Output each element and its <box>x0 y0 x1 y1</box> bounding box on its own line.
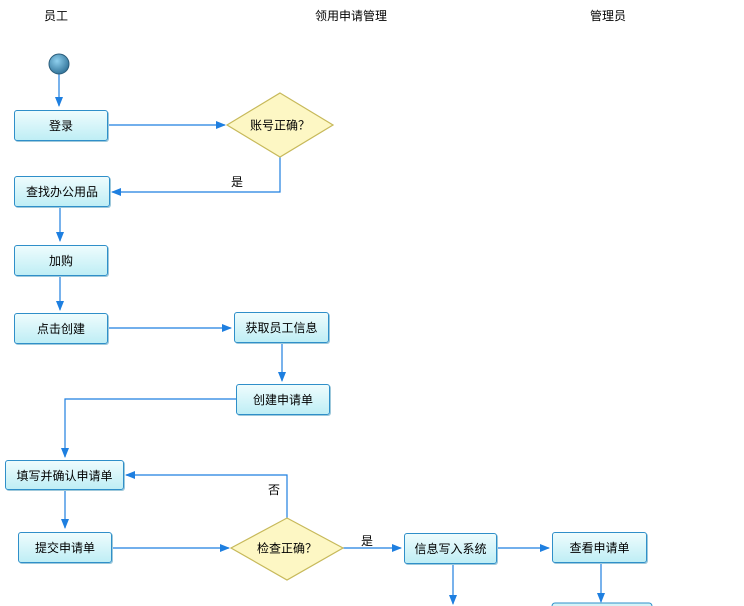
edge-label-check-yes: 是 <box>361 534 374 548</box>
node-view-form: 查看申请单 <box>552 532 647 563</box>
decision-account-check <box>225 92 335 158</box>
node-submit-form: 提交申请单 <box>18 532 112 563</box>
edge-label-check-no: 否 <box>268 483 281 497</box>
edge-create-form-to-fill <box>61 398 236 458</box>
decision-check-correct <box>229 517 345 581</box>
node-fill-confirm: 填写并确认申请单 <box>5 460 124 490</box>
decision-account-check-label: 账号正确？ <box>249 118 311 133</box>
decision-check-correct-label: 检查正确？ <box>256 541 318 556</box>
lane-title-admin: 管理员 <box>590 9 627 23</box>
edge-check-no-to-fill <box>125 471 288 518</box>
node-find-supplies: 查找办公用品 <box>14 176 110 207</box>
node-create-form: 创建申请单 <box>236 384 330 415</box>
lane-title-management: 领用申请管理 <box>315 9 388 23</box>
start-node <box>48 53 70 75</box>
edge-account-yes-to-find <box>111 157 281 196</box>
edge-label-account-yes: 是 <box>231 175 244 189</box>
admin-next-node-partial <box>551 602 653 606</box>
node-add-purchase: 加购 <box>14 245 108 276</box>
node-click-create: 点击创建 <box>14 313 108 344</box>
node-write-system: 信息写入系统 <box>404 533 497 564</box>
node-login: 登录 <box>14 110 108 141</box>
lane-title-employee: 员工 <box>44 9 69 23</box>
node-get-employee-info: 获取员工信息 <box>234 312 329 343</box>
